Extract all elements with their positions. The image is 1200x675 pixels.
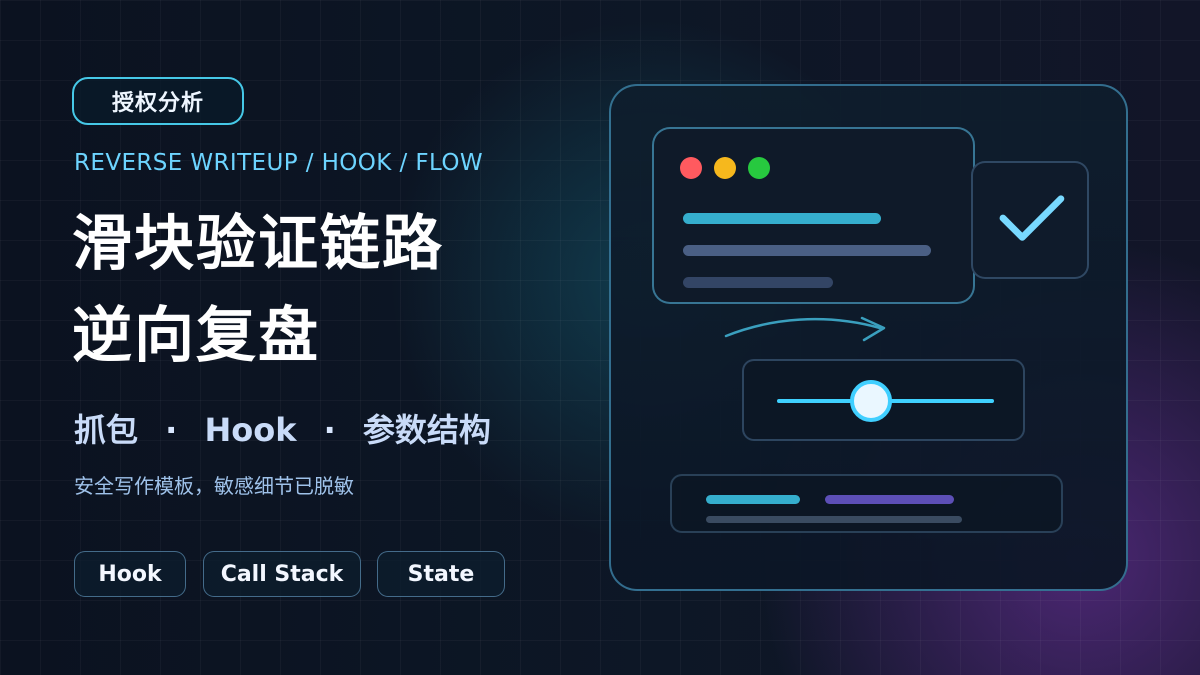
- content-line-tertiary: [683, 277, 833, 288]
- page-title-line-2: 逆向复盘: [72, 301, 320, 371]
- content-line-secondary: [683, 245, 931, 256]
- authorization-badge: 授权分析: [72, 77, 244, 125]
- window-minimize-dot: [714, 157, 736, 179]
- pill-state: State: [377, 551, 505, 597]
- ui-mockup-card: [609, 84, 1128, 591]
- window-maximize-dot: [748, 157, 770, 179]
- page-title-line-1: 滑块验证链路: [72, 209, 444, 279]
- tagline-separator: ·: [323, 411, 336, 449]
- tagline-item-parameter-structure: 参数结构: [362, 411, 491, 449]
- curved-arrow-icon: [722, 312, 897, 350]
- status-card: [670, 474, 1063, 533]
- status-bar-tertiary: [706, 516, 962, 523]
- tagline-item-packet-capture: 抓包: [74, 411, 139, 449]
- pill-call-stack: Call Stack: [203, 551, 361, 597]
- slider-captcha[interactable]: [742, 359, 1025, 441]
- slider-thumb[interactable]: [850, 380, 892, 422]
- window-close-dot: [680, 157, 702, 179]
- status-bar-primary: [706, 495, 800, 504]
- tagline-separator: ·: [165, 411, 178, 449]
- content-line-primary: [683, 213, 881, 224]
- check-icon: [999, 195, 1065, 241]
- description-text: 安全写作模板，敏感细节已脱敏: [74, 474, 354, 498]
- tagline-item-hook: Hook: [204, 411, 297, 449]
- check-card: [971, 161, 1089, 279]
- pill-hook: Hook: [74, 551, 186, 597]
- subtitle-label: REVERSE WRITEUP / HOOK / FLOW: [74, 150, 483, 176]
- status-bar-secondary: [825, 495, 954, 504]
- mock-browser-window: [652, 127, 975, 304]
- tagline: 抓包 · Hook · 参数结构: [74, 405, 491, 451]
